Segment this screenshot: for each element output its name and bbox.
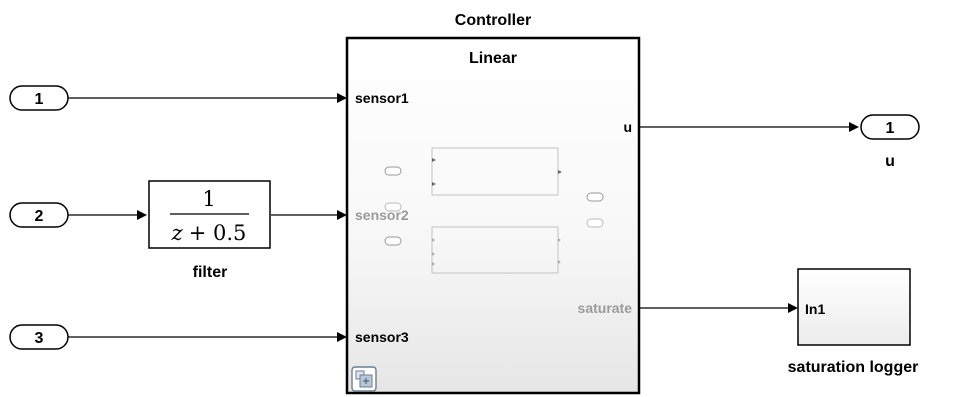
logger-input-label: In1 bbox=[805, 301, 825, 317]
outport-1[interactable]: 1 bbox=[860, 114, 920, 140]
controller-input-sensor2: sensor2 bbox=[355, 207, 409, 223]
controller-input-sensor3: sensor3 bbox=[355, 329, 409, 345]
controller-title: Controller bbox=[455, 12, 531, 29]
inport-1-number: 1 bbox=[35, 91, 44, 108]
inport-2-number: 2 bbox=[35, 208, 44, 225]
filter-numerator: 1 bbox=[202, 187, 215, 211]
inport-3-number: 3 bbox=[35, 330, 44, 347]
saturation-logger-label: saturation logger bbox=[788, 359, 919, 376]
inport-2[interactable]: 2 bbox=[9, 202, 69, 228]
variant-subsystem-icon[interactable] bbox=[351, 366, 377, 392]
outport-1-number: 1 bbox=[886, 120, 895, 137]
subsystem-preview bbox=[384, 147, 604, 274]
filter-denominator: z+ 0.5 bbox=[171, 221, 247, 245]
controller-input-sensor1: sensor1 bbox=[355, 90, 409, 106]
filter-label: filter bbox=[193, 264, 228, 281]
controller-output-saturate: saturate bbox=[578, 300, 633, 316]
controller-variant-label: Linear bbox=[469, 50, 517, 67]
signal-wires bbox=[68, 93, 859, 342]
controller-block[interactable]: Linear sensor1 sensor2 sensor3 u saturat… bbox=[345, 36, 641, 395]
outport-1-label: u bbox=[885, 153, 895, 170]
inport-1[interactable]: 1 bbox=[9, 85, 69, 111]
controller-output-u: u bbox=[623, 119, 632, 135]
filter-block[interactable]: 1 z+ 0.5 bbox=[148, 180, 271, 249]
inport-3[interactable]: 3 bbox=[9, 324, 69, 350]
saturation-logger-block[interactable]: In1 bbox=[797, 268, 911, 346]
